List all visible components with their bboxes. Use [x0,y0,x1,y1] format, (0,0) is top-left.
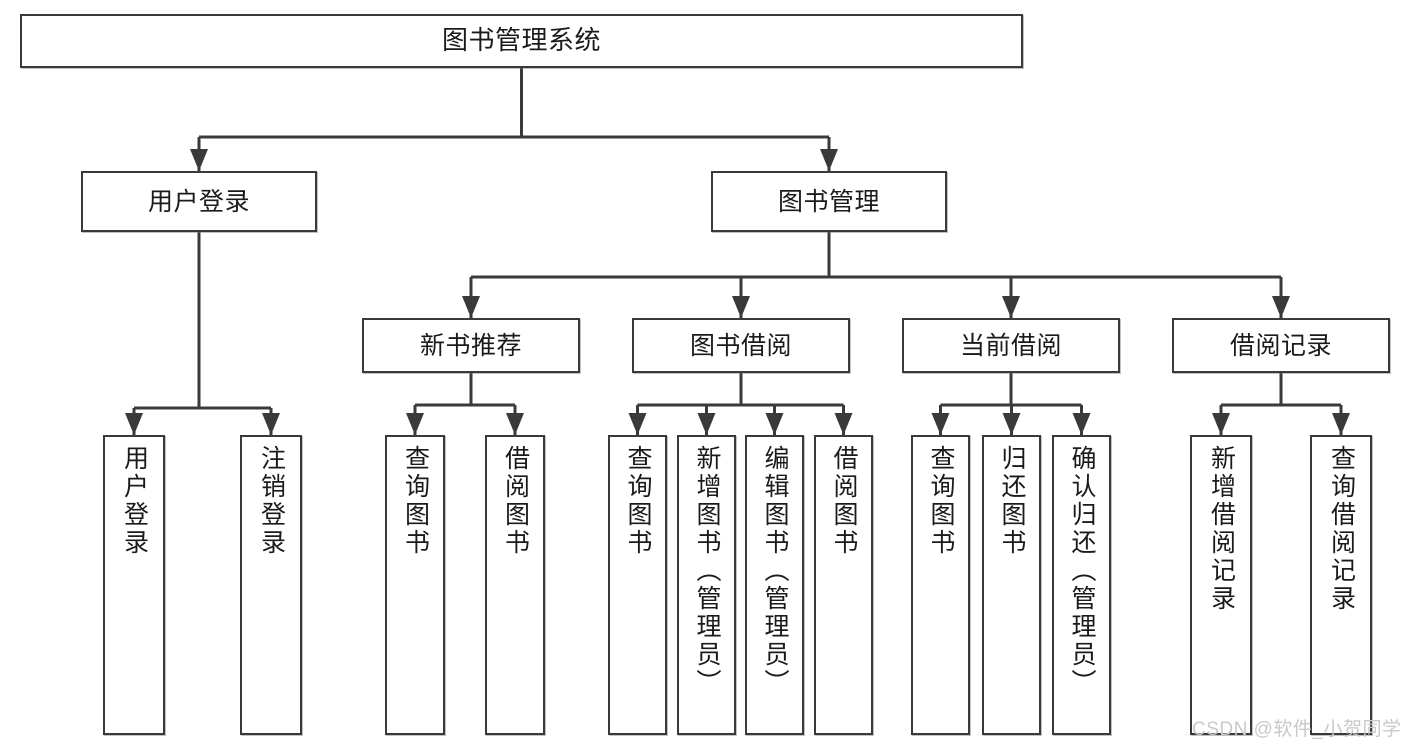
node-label: 注销登录 [257,445,286,557]
node-label: 新增借阅记录 [1207,445,1236,613]
node-leaf-query-book-3[interactable]: 查询图书 [911,435,970,735]
arrowhead-icon [765,413,784,435]
arrowhead-icon [1002,296,1020,318]
arrowhead-icon [190,149,208,171]
node-label: 查询图书 [927,445,955,557]
node-leaf-return-book[interactable]: 归还图书 [982,435,1041,735]
arrowhead-icon [834,413,853,435]
node-label: 图书借阅 [689,331,792,360]
node-label: 借阅图书 [501,445,530,557]
node-label: 借阅记录 [1229,331,1332,360]
node-leaf-add-book[interactable]: 新增图书（管理员） [677,435,736,735]
node-label: 归还图书 [998,445,1026,557]
node-label: 当前借阅 [959,331,1062,360]
arrowhead-icon [262,413,280,435]
arrowhead-icon [406,413,424,435]
node-leaf-query-book-1[interactable]: 查询图书 [385,435,445,735]
arrowhead-icon [1212,413,1230,435]
node-label: 借阅图书 [830,445,858,557]
arrowhead-icon [1272,296,1290,318]
node-label: 新增图书（管理员） [693,445,721,697]
node-leaf-edit-book[interactable]: 编辑图书（管理员） [745,435,804,735]
node-label: 图书管理系统 [441,25,601,56]
node-label: 新书推荐 [419,331,522,360]
node-new-book-rec[interactable]: 新书推荐 [362,318,580,373]
node-label: 用户登录 [120,445,149,557]
node-current-borrow[interactable]: 当前借阅 [902,318,1120,373]
arrowhead-icon [1332,413,1350,435]
arrowhead-icon [820,149,838,171]
arrowhead-icon [125,413,143,435]
arrowhead-icon [931,413,950,435]
node-label: 查询借阅记录 [1327,445,1356,613]
node-leaf-confirm-return[interactable]: 确认归还（管理员） [1052,435,1111,735]
node-book-manage[interactable]: 图书管理 [711,171,947,232]
node-leaf-query-book-2[interactable]: 查询图书 [608,435,667,735]
node-label: 查询图书 [624,445,652,557]
arrowhead-icon [1072,413,1091,435]
node-label: 用户登录 [147,187,250,216]
node-root[interactable]: 图书管理系统 [20,14,1023,68]
node-leaf-user-login[interactable]: 用户登录 [103,435,165,735]
arrowhead-icon [1002,413,1021,435]
arrowhead-icon [462,296,480,318]
node-leaf-borrow-book-2[interactable]: 借阅图书 [814,435,873,735]
arrowhead-icon [697,413,716,435]
node-book-borrow[interactable]: 图书借阅 [632,318,850,373]
node-leaf-borrow-book-1[interactable]: 借阅图书 [485,435,545,735]
node-label: 查询图书 [401,445,430,557]
node-label: 图书管理 [777,187,880,216]
arrowhead-icon [628,413,647,435]
node-leaf-add-record[interactable]: 新增借阅记录 [1190,435,1252,735]
node-user-login[interactable]: 用户登录 [81,171,317,232]
arrowhead-icon [732,296,750,318]
node-leaf-query-record[interactable]: 查询借阅记录 [1310,435,1372,735]
node-label: 编辑图书（管理员） [761,445,789,697]
node-borrow-record[interactable]: 借阅记录 [1172,318,1390,373]
node-label: 确认归还（管理员） [1068,445,1096,697]
node-leaf-logout[interactable]: 注销登录 [240,435,302,735]
arrowhead-icon [506,413,524,435]
